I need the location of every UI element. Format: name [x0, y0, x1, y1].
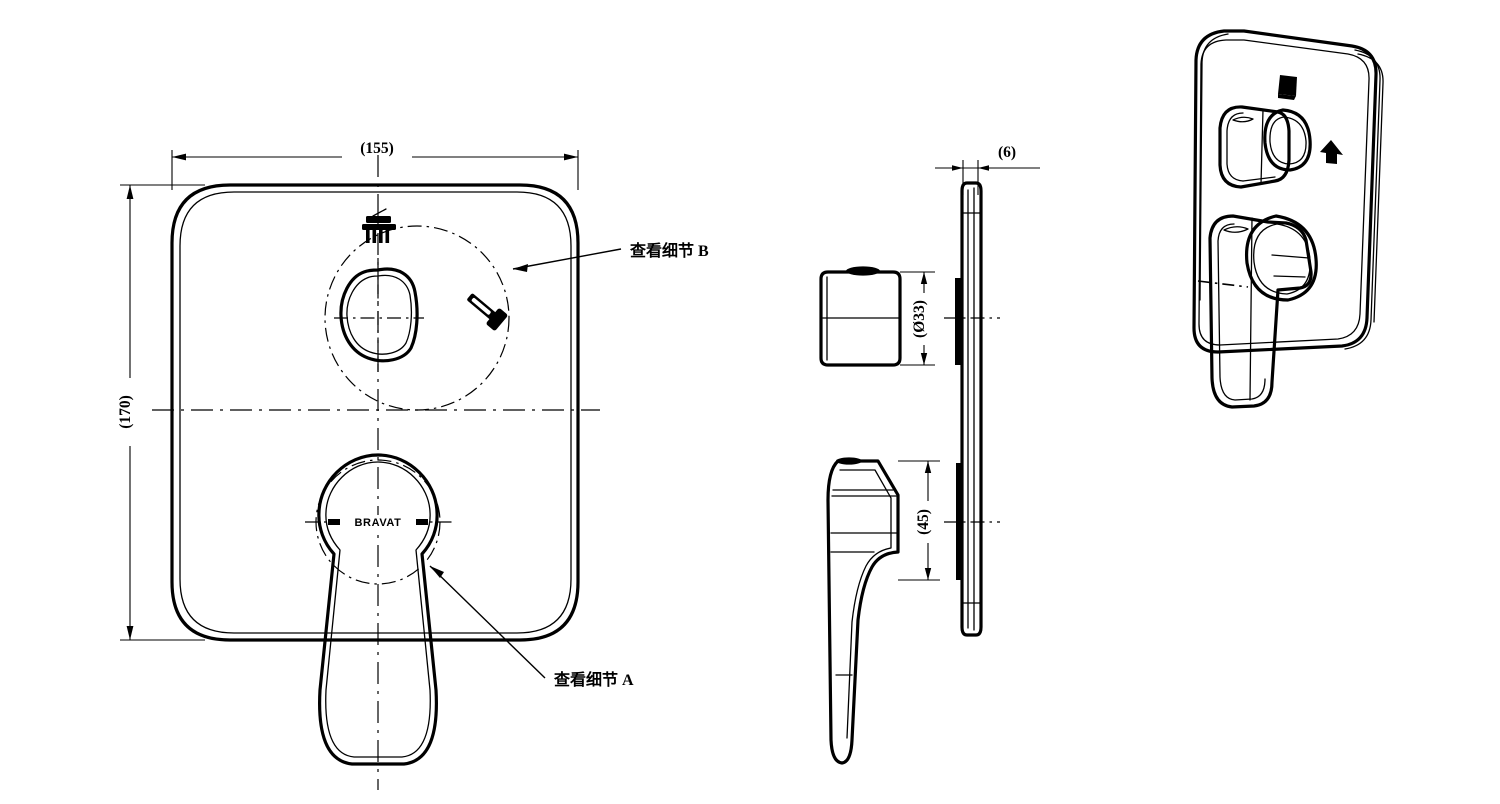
- dimension-height: (170): [117, 184, 205, 641]
- dimension-knob-diameter: (Ø33): [900, 271, 935, 366]
- dimension-thickness: (6): [935, 143, 1040, 195]
- iso-plate: [1192, 29, 1384, 354]
- arrow-up-icon: [1320, 140, 1343, 164]
- lever-handle-front[interactable]: [317, 453, 439, 766]
- dimension-lever-height-label: (45): [915, 509, 932, 535]
- lever-handle-side[interactable]: [826, 457, 900, 765]
- side-view: (6) (Ø33): [819, 143, 1040, 765]
- annotation-detail-a: 查看细节 A: [429, 565, 634, 689]
- diverter-knob-centermark: [334, 258, 424, 372]
- wall-plate-side: [955, 181, 983, 637]
- overhead-shower-icon: [362, 208, 396, 243]
- dimension-lever-height: (45): [898, 460, 940, 581]
- annotation-detail-b: 查看细节 B: [512, 241, 709, 272]
- brand-logo: BRAVAT: [328, 515, 428, 529]
- hand-shower-icon: [467, 293, 508, 331]
- front-view: (155) (170): [117, 140, 709, 790]
- front-plate-outline: [170, 183, 580, 642]
- diverter-knob-front[interactable]: [339, 267, 419, 363]
- square-marker-icon: [1278, 75, 1297, 100]
- dimension-width: (155): [171, 140, 579, 190]
- isometric-view: [1192, 29, 1384, 409]
- iso-diverter-knob[interactable]: [1218, 105, 1312, 189]
- dimension-height-label: (170): [117, 395, 134, 429]
- brand-logo-text: BRAVAT: [355, 517, 402, 529]
- iso-lever-handle[interactable]: [1197, 214, 1318, 409]
- annotation-detail-a-label: 查看细节 A: [554, 670, 634, 689]
- diverter-knob-side[interactable]: [819, 266, 902, 367]
- dimension-knob-diameter-label: (Ø33): [911, 300, 928, 338]
- diverter-reference-circle: [324, 225, 510, 411]
- dimension-thickness-label: (6): [998, 144, 1016, 161]
- dimension-width-label: (155): [360, 140, 394, 157]
- annotation-detail-b-label: 查看细节 B: [630, 241, 709, 260]
